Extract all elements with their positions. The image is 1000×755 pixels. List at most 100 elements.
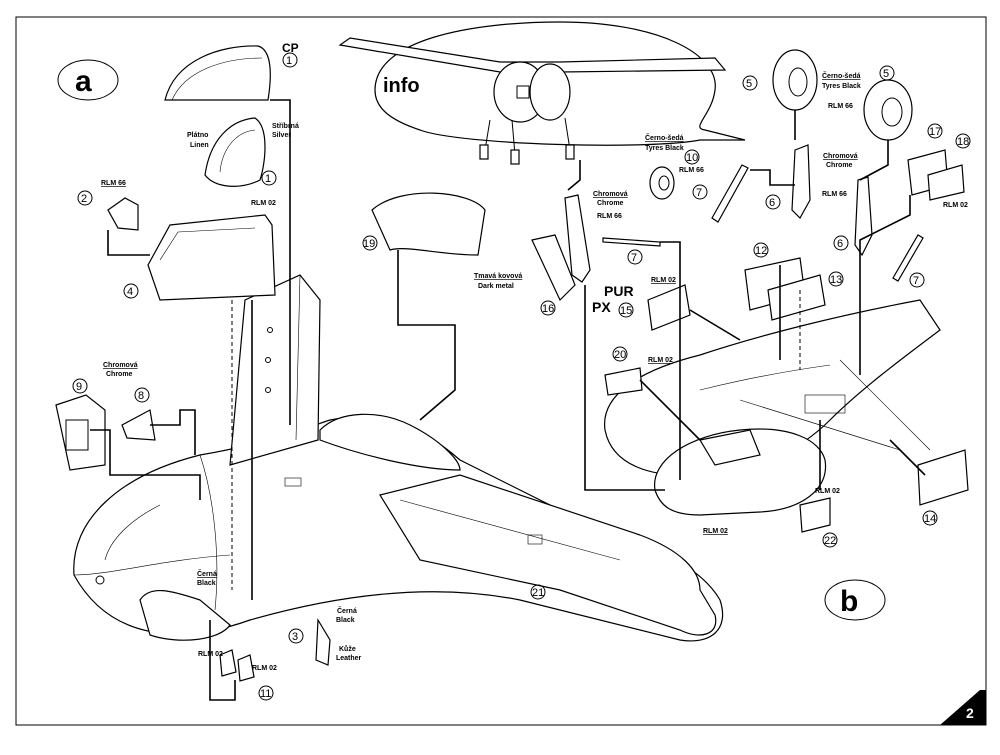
retraction-strut-7a [711, 164, 749, 223]
retraction-strut-7c [892, 234, 924, 282]
callout-circle [288, 628, 304, 644]
main-wheel-left [772, 49, 818, 111]
callout-circle [909, 272, 925, 288]
page-number: 2 [966, 705, 974, 721]
nose-panel-line [104, 504, 161, 561]
wing-hatch [527, 534, 543, 545]
callout-15: 15 [620, 305, 632, 317]
label-tmava-kovova: Tmavá kovová [474, 273, 522, 280]
label-chrome-6: Chrome [826, 162, 853, 169]
callout-4: 4 [127, 286, 133, 298]
callout-circle [530, 584, 546, 600]
seat-belt [219, 129, 256, 173]
wheel-hub [881, 97, 903, 127]
info-label: info [383, 75, 420, 97]
label-chrome-8: Chrome [106, 371, 133, 378]
callout-circle [955, 133, 971, 149]
callout-7b: 7 [631, 252, 637, 264]
label-tyres-black-5: Tyres Black [822, 83, 861, 90]
pilot-seat [204, 117, 266, 187]
leader-line [750, 169, 795, 186]
callout-circle [822, 532, 838, 548]
callout-7c: 7 [913, 275, 919, 287]
callout-circle [362, 235, 378, 251]
callout-6-left: 6 [769, 197, 775, 209]
canopy-glass [164, 45, 271, 101]
leader-line [859, 195, 911, 375]
leader-line [90, 429, 201, 500]
label-rlm02-17-18: RLM 02 [943, 202, 968, 209]
callout-circle [77, 190, 93, 206]
callout-7a: 7 [696, 187, 702, 199]
callout-circle [765, 194, 781, 210]
label-cerna-3: Černá [337, 606, 357, 615]
callout-10: 10 [686, 152, 698, 164]
callout-13: 13 [830, 274, 842, 286]
callout-1-canopy: 1 [286, 55, 292, 67]
sheet-border [15, 16, 987, 726]
callout-circle [72, 378, 88, 394]
door-15 [647, 284, 691, 331]
vertical-fin [229, 274, 321, 466]
info-intake [516, 85, 530, 99]
callout-14: 14 [924, 513, 936, 525]
label-chromova-nose: Chromová [593, 191, 628, 198]
pur-label: PUR [604, 283, 634, 299]
wheel-hub [788, 67, 808, 97]
retraction-strut-7b [602, 237, 661, 247]
leader-line [150, 409, 196, 455]
view-b-letter: b [840, 585, 858, 618]
intake-opening [699, 429, 761, 466]
wing [379, 474, 717, 636]
callout-circle [540, 300, 556, 316]
info-wheel [510, 149, 520, 165]
callout-circle [753, 242, 769, 258]
callout-circle [134, 387, 150, 403]
callout-circle [828, 271, 844, 287]
callout-6-right: 6 [837, 238, 843, 250]
label-rlm02-nacelle: RLM 02 [703, 528, 728, 535]
leader-line [889, 439, 926, 476]
gunsight [121, 409, 156, 441]
label-rlm02-pedals-right: RLM 02 [252, 665, 277, 672]
label-cerna-a: Černá [197, 569, 217, 578]
leader-line [584, 285, 665, 491]
label-chrome-nose: Chrome [597, 200, 624, 207]
view-a: a 1 CP Stříbrná Silver Plátno Linen [55, 41, 724, 701]
label-rlm02-22: RLM 02 [815, 488, 840, 495]
instrument-panel [107, 197, 139, 231]
label-chromova-6: Chromová [823, 153, 858, 160]
label-black-a: Black [197, 580, 216, 587]
label-tyres-black-10: Tyres Black [645, 145, 684, 152]
rudder-pedal-right [237, 654, 255, 682]
label-cerno-seda-10: Černo-šedá [645, 133, 684, 142]
leader-line [660, 241, 681, 480]
cockpit-tub [147, 214, 276, 301]
wing-flap-line [399, 499, 621, 561]
door-20 [604, 367, 643, 396]
label-rlm66-10: RLM 66 [679, 167, 704, 174]
px-label: PX [592, 299, 611, 315]
callout-19: 19 [363, 238, 375, 250]
label-linen: Linen [190, 142, 209, 149]
info-wheel [565, 144, 575, 160]
engine-nacelle [654, 428, 827, 516]
callout-20: 20 [614, 349, 626, 361]
label-platno: Plátno [187, 132, 208, 139]
callout-9: 9 [76, 381, 82, 393]
leader-line [689, 309, 741, 341]
info-bubble: info [338, 21, 746, 165]
callout-circle [742, 75, 758, 91]
callout-16: 16 [542, 303, 554, 315]
label-rlm66-5: RLM 66 [828, 103, 853, 110]
cp-label: CP [282, 41, 299, 55]
page-corner [940, 690, 986, 725]
nose-wheel [649, 166, 675, 200]
label-rlm66-panel: RLM 66 [101, 180, 126, 187]
rudder-pedal-left [219, 649, 237, 677]
rudder-hinge-line [295, 274, 301, 441]
leader-line [567, 160, 581, 191]
callout-circle [922, 510, 938, 526]
callout-circle [927, 123, 943, 139]
